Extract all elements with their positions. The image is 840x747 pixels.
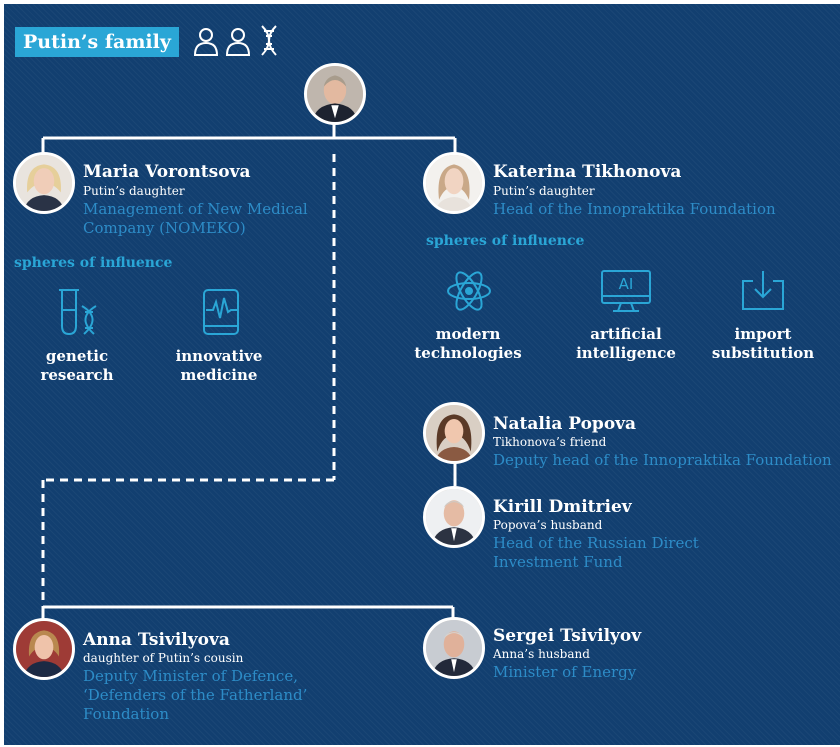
person-relation: Putin’s daughter <box>83 184 185 198</box>
person-role: Head of the Innopraktika Foundation <box>493 200 776 218</box>
person-role: Foundation <box>83 705 170 723</box>
katerina-avatar <box>423 152 485 214</box>
person-name: Katerina Tikhonova <box>493 162 682 182</box>
infographic: Putin’s family Mari <box>4 4 840 745</box>
test-tube-dna-icon <box>59 289 97 336</box>
spheres-heading: spheres of influence <box>14 255 173 271</box>
person-role: Company (NOMEKO) <box>83 219 246 237</box>
person-relation: daughter of Putin’s cousin <box>83 651 244 665</box>
person-role: Deputy Minister of Defence, <box>83 667 298 685</box>
natalia-avatar <box>423 402 485 464</box>
person-role: Management of New Medical <box>83 200 308 218</box>
sergei-avatar <box>423 617 485 679</box>
person-relation: Putin’s daughter <box>493 184 595 198</box>
person-relation: Popova’s husband <box>493 518 603 532</box>
person-name: Maria Vorontsova <box>83 162 251 182</box>
ai-monitor-icon: AI <box>601 270 651 312</box>
person-role: Deputy head of the Innopraktika Foundati… <box>493 451 832 469</box>
anna-avatar <box>13 618 75 680</box>
maria-avatar <box>13 152 75 214</box>
cardiogram-tablet-icon <box>203 289 239 335</box>
person-role: Head of the Russian Direct <box>493 534 699 552</box>
person-icon <box>193 28 219 56</box>
svg-text:AI: AI <box>619 275 634 293</box>
atom-icon <box>447 271 491 311</box>
person-role: Investment Fund <box>493 553 623 571</box>
person-name: Anna Tsivilyova <box>83 630 230 650</box>
person-role: Minister of Energy <box>493 663 637 681</box>
spheres-heading: spheres of influence <box>426 233 585 249</box>
person-role: ‘Defenders of the Fatherland’ <box>83 686 308 704</box>
person-icon <box>225 28 251 56</box>
import-box-icon <box>742 271 784 310</box>
person-name: Kirill Dmitriev <box>493 497 632 517</box>
person-name: Sergei Tsivilyov <box>493 626 642 646</box>
connector-lines <box>41 120 457 621</box>
person-name: Natalia Popova <box>493 414 637 434</box>
kirill-avatar <box>423 486 485 548</box>
header-icons <box>193 25 277 56</box>
person-relation: Anna’s husband <box>493 647 590 661</box>
page-title: Putin’s family <box>15 27 179 57</box>
dna-icon <box>261 25 277 56</box>
putin-avatar <box>304 63 366 125</box>
person-relation: Tikhonova’s friend <box>493 435 607 449</box>
